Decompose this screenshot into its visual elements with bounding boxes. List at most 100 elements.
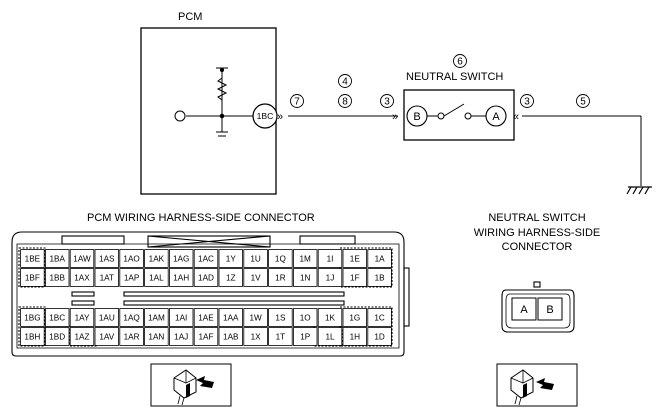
- pcm-connector-view-icon: [150, 363, 232, 407]
- svg-text:1AI: 1AI: [175, 314, 187, 323]
- pcm-pin-1ah: 1AH: [168, 268, 194, 287]
- pcm-pin-1bb: 1BB: [45, 268, 70, 287]
- circuit-number-6: 6: [453, 54, 467, 68]
- pcm-pin-1l: 1L: [317, 327, 343, 346]
- pcm-pin-1c: 1C: [367, 308, 392, 327]
- svg-text:1BD: 1BD: [49, 333, 65, 342]
- svg-text:1O: 1O: [300, 314, 311, 323]
- pcm-pin-1o: 1O: [292, 308, 318, 327]
- pcm-pin-1a: 1A: [367, 249, 392, 268]
- svg-text:1AL: 1AL: [149, 274, 164, 283]
- pcm-pin-1j: 1J: [317, 268, 343, 287]
- pcm-pin-1r: 1R: [268, 268, 293, 287]
- pcm-pin-1az: 1AZ: [69, 327, 95, 346]
- svg-text:1Q: 1Q: [275, 255, 286, 264]
- svg-text:1G: 1G: [349, 314, 360, 323]
- switch-contacts: [427, 103, 486, 120]
- ground-symbol: [626, 186, 652, 195]
- circuit-number-3-right: 3: [520, 94, 534, 108]
- pcm-pin-1i: 1I: [317, 249, 343, 268]
- pcm-pin-1s: 1S: [268, 308, 293, 327]
- svg-text:1AY: 1AY: [75, 314, 90, 323]
- switch-connector-body: [501, 281, 575, 333]
- svg-text:1AZ: 1AZ: [74, 333, 89, 342]
- pcm-pin-1au: 1AU: [94, 308, 120, 327]
- svg-text:3: 3: [384, 97, 390, 108]
- pcm-pin-1bc: 1BC: [45, 308, 70, 327]
- pcm-pin-1bd: 1BD: [45, 327, 70, 346]
- switch-b-chevrons: »: [392, 111, 398, 123]
- svg-text:1BB: 1BB: [49, 274, 65, 283]
- svg-text:1A: 1A: [375, 255, 386, 264]
- pcm-pin-1w: 1W: [243, 308, 268, 327]
- pcm-pin-1ay: 1AY: [69, 308, 95, 327]
- pcm-pin-1at: 1AT: [94, 268, 120, 287]
- svg-text:1AG: 1AG: [173, 255, 189, 264]
- circuit-number-3-left: 3: [380, 94, 394, 108]
- pcm-pin-1ao: 1AO: [119, 249, 144, 268]
- circuit-number-8: 8: [338, 94, 352, 108]
- pcm-pin-1aw: 1AW: [69, 249, 95, 268]
- pcm-pin-1u: 1U: [243, 249, 268, 268]
- pcm-terminal-label: 1BC: [257, 111, 274, 121]
- pcm-pin-1an: 1AN: [144, 327, 169, 346]
- pcm-pin-1ak: 1AK: [144, 249, 169, 268]
- pcm-pin-1k: 1K: [317, 308, 343, 327]
- svg-text:1M: 1M: [300, 255, 312, 264]
- switch-connector-pin-b: B: [537, 297, 563, 321]
- svg-text:1F: 1F: [350, 274, 360, 283]
- svg-text:1C: 1C: [374, 314, 385, 323]
- svg-text:5: 5: [580, 97, 586, 108]
- pcm-pin-1af: 1AF: [193, 327, 219, 346]
- svg-text:1D: 1D: [374, 333, 385, 342]
- pcm-pin-1d: 1D: [367, 327, 392, 346]
- pcm-pin-1b: 1B: [367, 268, 392, 287]
- circuit-number-5: 5: [576, 94, 590, 108]
- switch-connector-view-icon: [496, 363, 578, 407]
- switch-terminal-a: [485, 105, 507, 127]
- pcm-pin-1v: 1V: [243, 268, 268, 287]
- pcm-pin-1as: 1AS: [94, 249, 120, 268]
- pcm-connector-body: [11, 231, 410, 357]
- pcm-pin-1be: 1BE: [20, 249, 45, 268]
- svg-text:1BG: 1BG: [24, 314, 40, 323]
- svg-text:1T: 1T: [276, 333, 286, 342]
- pcm-pin-1aa: 1AA: [218, 308, 244, 327]
- switch-connector-title-line-3: CONNECTOR: [502, 241, 573, 253]
- svg-text:3: 3: [524, 97, 530, 108]
- pcm-pin-1ap: 1AP: [119, 268, 144, 287]
- svg-text:1AC: 1AC: [198, 255, 214, 264]
- pcm-pin-1e: 1E: [342, 249, 368, 268]
- pcm-pin-1ar: 1AR: [119, 327, 144, 346]
- svg-text:1AM: 1AM: [148, 314, 165, 323]
- pcm-pin-1m: 1M: [292, 249, 318, 268]
- svg-text:1BA: 1BA: [49, 255, 65, 264]
- pcm-pin-1ad: 1AD: [193, 268, 219, 287]
- pcm-pin-1g: 1G: [342, 308, 368, 327]
- svg-text:1AU: 1AU: [99, 314, 115, 323]
- svg-text:8: 8: [342, 97, 348, 108]
- svg-text:1B: 1B: [375, 274, 386, 283]
- svg-text:1AF: 1AF: [198, 333, 213, 342]
- svg-text:1K: 1K: [325, 314, 336, 323]
- pcm-pin-1t: 1T: [268, 327, 293, 346]
- pcm-pin-1ac: 1AC: [193, 249, 219, 268]
- pcm-input-node: [174, 110, 186, 122]
- svg-text:1AJ: 1AJ: [174, 333, 188, 342]
- svg-text:1U: 1U: [250, 255, 261, 264]
- svg-text:1AT: 1AT: [100, 274, 114, 283]
- svg-text:1AX: 1AX: [74, 274, 90, 283]
- svg-text:1W: 1W: [249, 314, 262, 323]
- svg-text:1S: 1S: [275, 314, 286, 323]
- svg-text:1BC: 1BC: [49, 314, 65, 323]
- pcm-pin-1ai: 1AI: [168, 308, 194, 327]
- pcm-pin-1h: 1H: [342, 327, 368, 346]
- pcm-pin-1ae: 1AE: [193, 308, 219, 327]
- svg-text:1AQ: 1AQ: [123, 314, 139, 323]
- pcm-terminal-circle: [252, 103, 278, 129]
- neutral-switch-title: NEUTRAL SWITCH: [406, 71, 503, 83]
- pcm-pin-1z: 1Z: [218, 268, 244, 287]
- svg-text:4: 4: [342, 77, 348, 88]
- switch-connector-title-line-2: WIRING HARNESS-SIDE: [474, 227, 601, 239]
